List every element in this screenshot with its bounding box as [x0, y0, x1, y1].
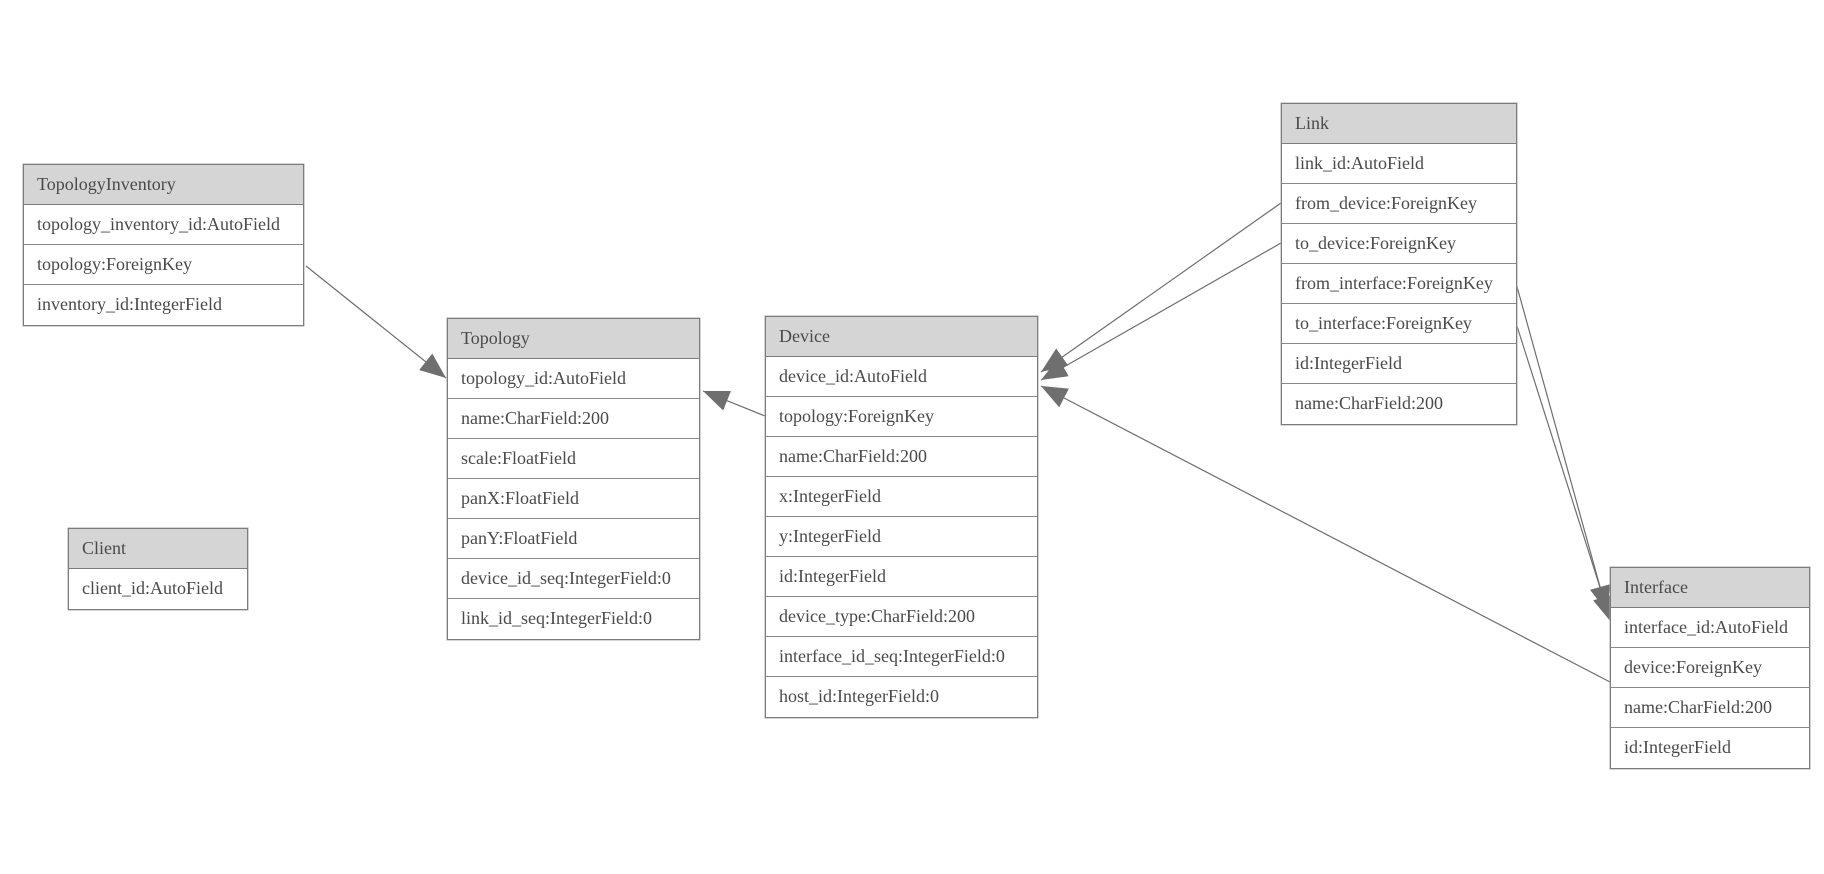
relation-line-link-from_device	[1040, 202, 1282, 373]
entity-title-topology: Topology	[448, 319, 699, 359]
field-row: name:CharField:200	[1611, 688, 1809, 728]
relation-line-topologyinventory-topology	[305, 265, 447, 379]
field-row: id:IntegerField	[1611, 728, 1809, 768]
relation-line-link-to_interface	[1515, 322, 1614, 623]
field-row: scale:FloatField	[448, 439, 699, 479]
field-row: link_id_seq:IntegerField:0	[448, 599, 699, 639]
field-row: panY:FloatField	[448, 519, 699, 559]
field-row: name:CharField:200	[448, 399, 699, 439]
entity-title-client: Client	[69, 529, 247, 569]
field-row: topology:ForeignKey	[766, 397, 1037, 437]
field-row: topology_id:AutoField	[448, 359, 699, 399]
field-row: host_id:IntegerField:0	[766, 677, 1037, 717]
entity-title-device: Device	[766, 317, 1037, 357]
field-row: y:IntegerField	[766, 517, 1037, 557]
relation-line-interface-device	[1040, 385, 1611, 683]
field-row: id:IntegerField	[1282, 344, 1516, 384]
field-row: topology_inventory_id:AutoField	[24, 205, 303, 245]
field-row: device_id_seq:IntegerField:0	[448, 559, 699, 599]
entity-title-link: Link	[1282, 104, 1516, 144]
field-row: inventory_id:IntegerField	[24, 285, 303, 325]
field-row: to_interface:ForeignKey	[1282, 304, 1516, 344]
relation-line-link-to_device	[1040, 242, 1282, 381]
field-row: x:IntegerField	[766, 477, 1037, 517]
field-row: interface_id_seq:IntegerField:0	[766, 637, 1037, 677]
entity-title-topologyinventory: TopologyInventory	[24, 165, 303, 205]
field-row: device_type:CharField:200	[766, 597, 1037, 637]
field-row: panX:FloatField	[448, 479, 699, 519]
field-row: from_device:ForeignKey	[1282, 184, 1516, 224]
field-row: interface_id:AutoField	[1611, 608, 1809, 648]
field-row: device:ForeignKey	[1611, 648, 1809, 688]
relation-line-link-from_interface	[1515, 282, 1611, 613]
field-row: client_id:AutoField	[69, 569, 247, 609]
field-row: from_interface:ForeignKey	[1282, 264, 1516, 304]
field-row: device_id:AutoField	[766, 357, 1037, 397]
relation-line-device-topology	[702, 390, 766, 417]
field-row: name:CharField:200	[1282, 384, 1516, 424]
entity-title-interface: Interface	[1611, 568, 1809, 608]
field-row: id:IntegerField	[766, 557, 1037, 597]
field-row: topology:ForeignKey	[24, 245, 303, 285]
field-row: link_id:AutoField	[1282, 144, 1516, 184]
field-row: name:CharField:200	[766, 437, 1037, 477]
field-row: to_device:ForeignKey	[1282, 224, 1516, 264]
